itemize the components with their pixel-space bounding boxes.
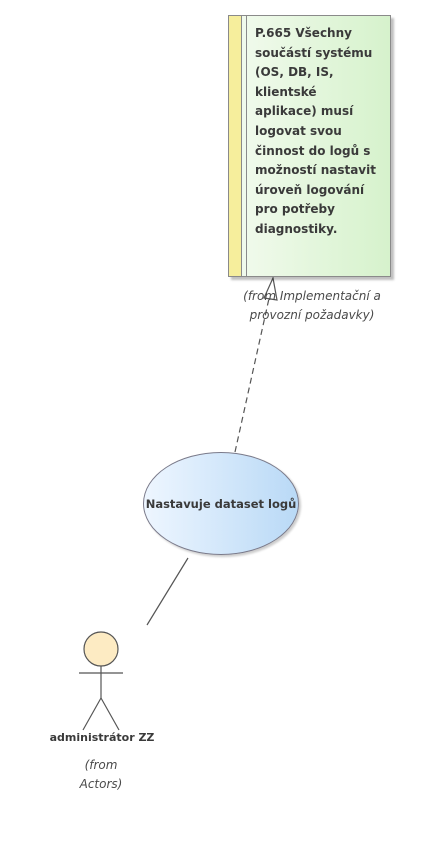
- use-case-element[interactable]: Nastavuje dataset logů: [143, 452, 299, 555]
- realization-arrowhead: [263, 275, 278, 301]
- use-case-label: Nastavuje dataset logů: [145, 496, 297, 511]
- requirement-stripe: [229, 16, 242, 276]
- requirement-stripe-divider: [246, 16, 247, 276]
- requirement-from-label: (from Implementační a provozní požadavky…: [243, 289, 381, 322]
- actor-left-leg: [82, 697, 102, 731]
- actor-name-label: administrátor ZZ: [49, 731, 155, 744]
- realization-connector[interactable]: [234, 293, 271, 453]
- actor-figure[interactable]: [79, 631, 123, 731]
- association-connector[interactable]: [146, 557, 189, 626]
- requirement-element[interactable]: P.665 Všechny součástí systému (OS, DB, …: [228, 15, 391, 277]
- requirement-text: P.665 Všechny součástí systému (OS, DB, …: [255, 26, 376, 236]
- actor-head: [83, 631, 119, 667]
- actor-right-leg: [100, 697, 120, 731]
- actor-from-label: (from Actors): [79, 758, 123, 791]
